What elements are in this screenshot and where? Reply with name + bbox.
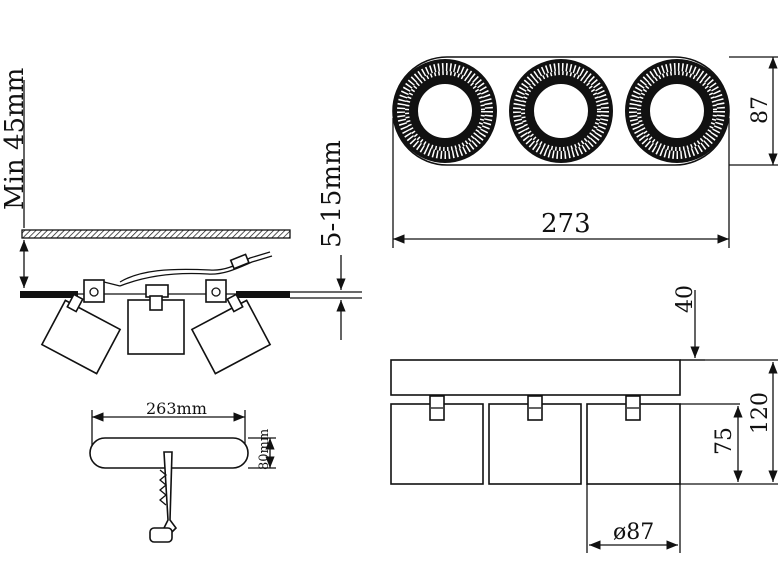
spot-head-left-tilted: [40, 299, 122, 375]
fixture-housing: [390, 359, 681, 396]
saw-teeth: [158, 469, 168, 506]
spot-head-right-tilted: [190, 299, 272, 375]
cutout-view: 263mm 80mm: [89, 399, 276, 543]
cable-connector: [229, 253, 250, 270]
top-view: 87 273: [392, 56, 778, 248]
ceiling-right-section: [236, 291, 290, 298]
upper-ceiling-board: [21, 229, 291, 239]
spot-head-left-joint: [66, 293, 84, 313]
ceiling-left-section: [20, 291, 78, 298]
spot-head-right-joint: [226, 293, 244, 313]
saw-blade: [163, 451, 178, 536]
installation-side-view: Min 45mm 5-15mm: [0, 68, 362, 375]
spring-clip-right: [205, 279, 227, 303]
cutout-width-label: 80mm: [257, 429, 272, 470]
top-height-label: 87: [748, 96, 773, 124]
body-height-label: 40: [673, 285, 698, 313]
spot-head-center-joint: [149, 295, 163, 311]
head-diameter-label: ø87: [613, 520, 654, 545]
power-cable-second-wire: [119, 255, 273, 287]
lens-ring-3: [625, 59, 729, 163]
ceiling-thickness-label: 5-15mm: [317, 140, 347, 248]
head-height-label: 75: [712, 427, 737, 455]
spring-clip-left: [83, 279, 121, 303]
total-height-label: 120: [748, 392, 773, 434]
cutout-length-label: 263mm: [146, 399, 207, 418]
top-length-label: 273: [541, 209, 591, 239]
lens-ring-2: [509, 59, 613, 163]
power-cable: [119, 251, 271, 283]
lens-ring-1: [393, 59, 497, 163]
min-depth-label: Min 45mm: [0, 68, 30, 210]
saw-handle: [149, 527, 173, 543]
front-view: 40 120 75 ø87: [390, 285, 778, 553]
